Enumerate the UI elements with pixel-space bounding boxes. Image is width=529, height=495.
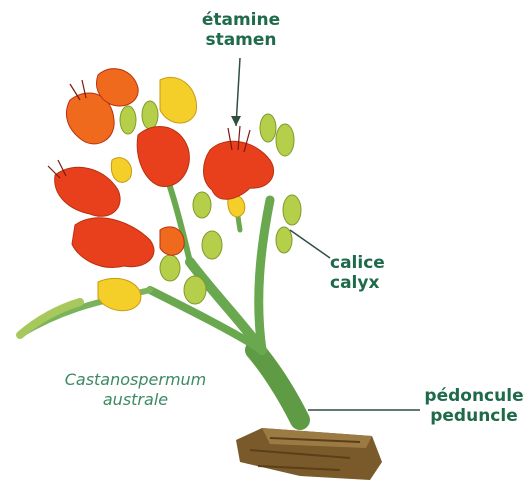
label-calyx-fr: calice (330, 253, 400, 273)
species-epithet: australe (48, 390, 223, 410)
label-stamen-en: stamen (196, 30, 286, 50)
bark-branch (236, 428, 382, 480)
species-genus: Castanospermum (48, 370, 223, 390)
label-calyx-en: calyx (330, 273, 400, 293)
label-stamen-fr: étamine (196, 10, 286, 30)
label-stamen: étamine stamen (196, 10, 286, 50)
label-peduncle-en: peduncle (424, 406, 524, 426)
species-name: Castanospermum australe (48, 370, 223, 410)
lower-branch-tip (20, 302, 80, 335)
label-calyx: calice calyx (330, 253, 400, 293)
label-peduncle-fr: pédoncule (424, 386, 524, 406)
label-peduncle: pédoncule peduncle (424, 386, 524, 426)
